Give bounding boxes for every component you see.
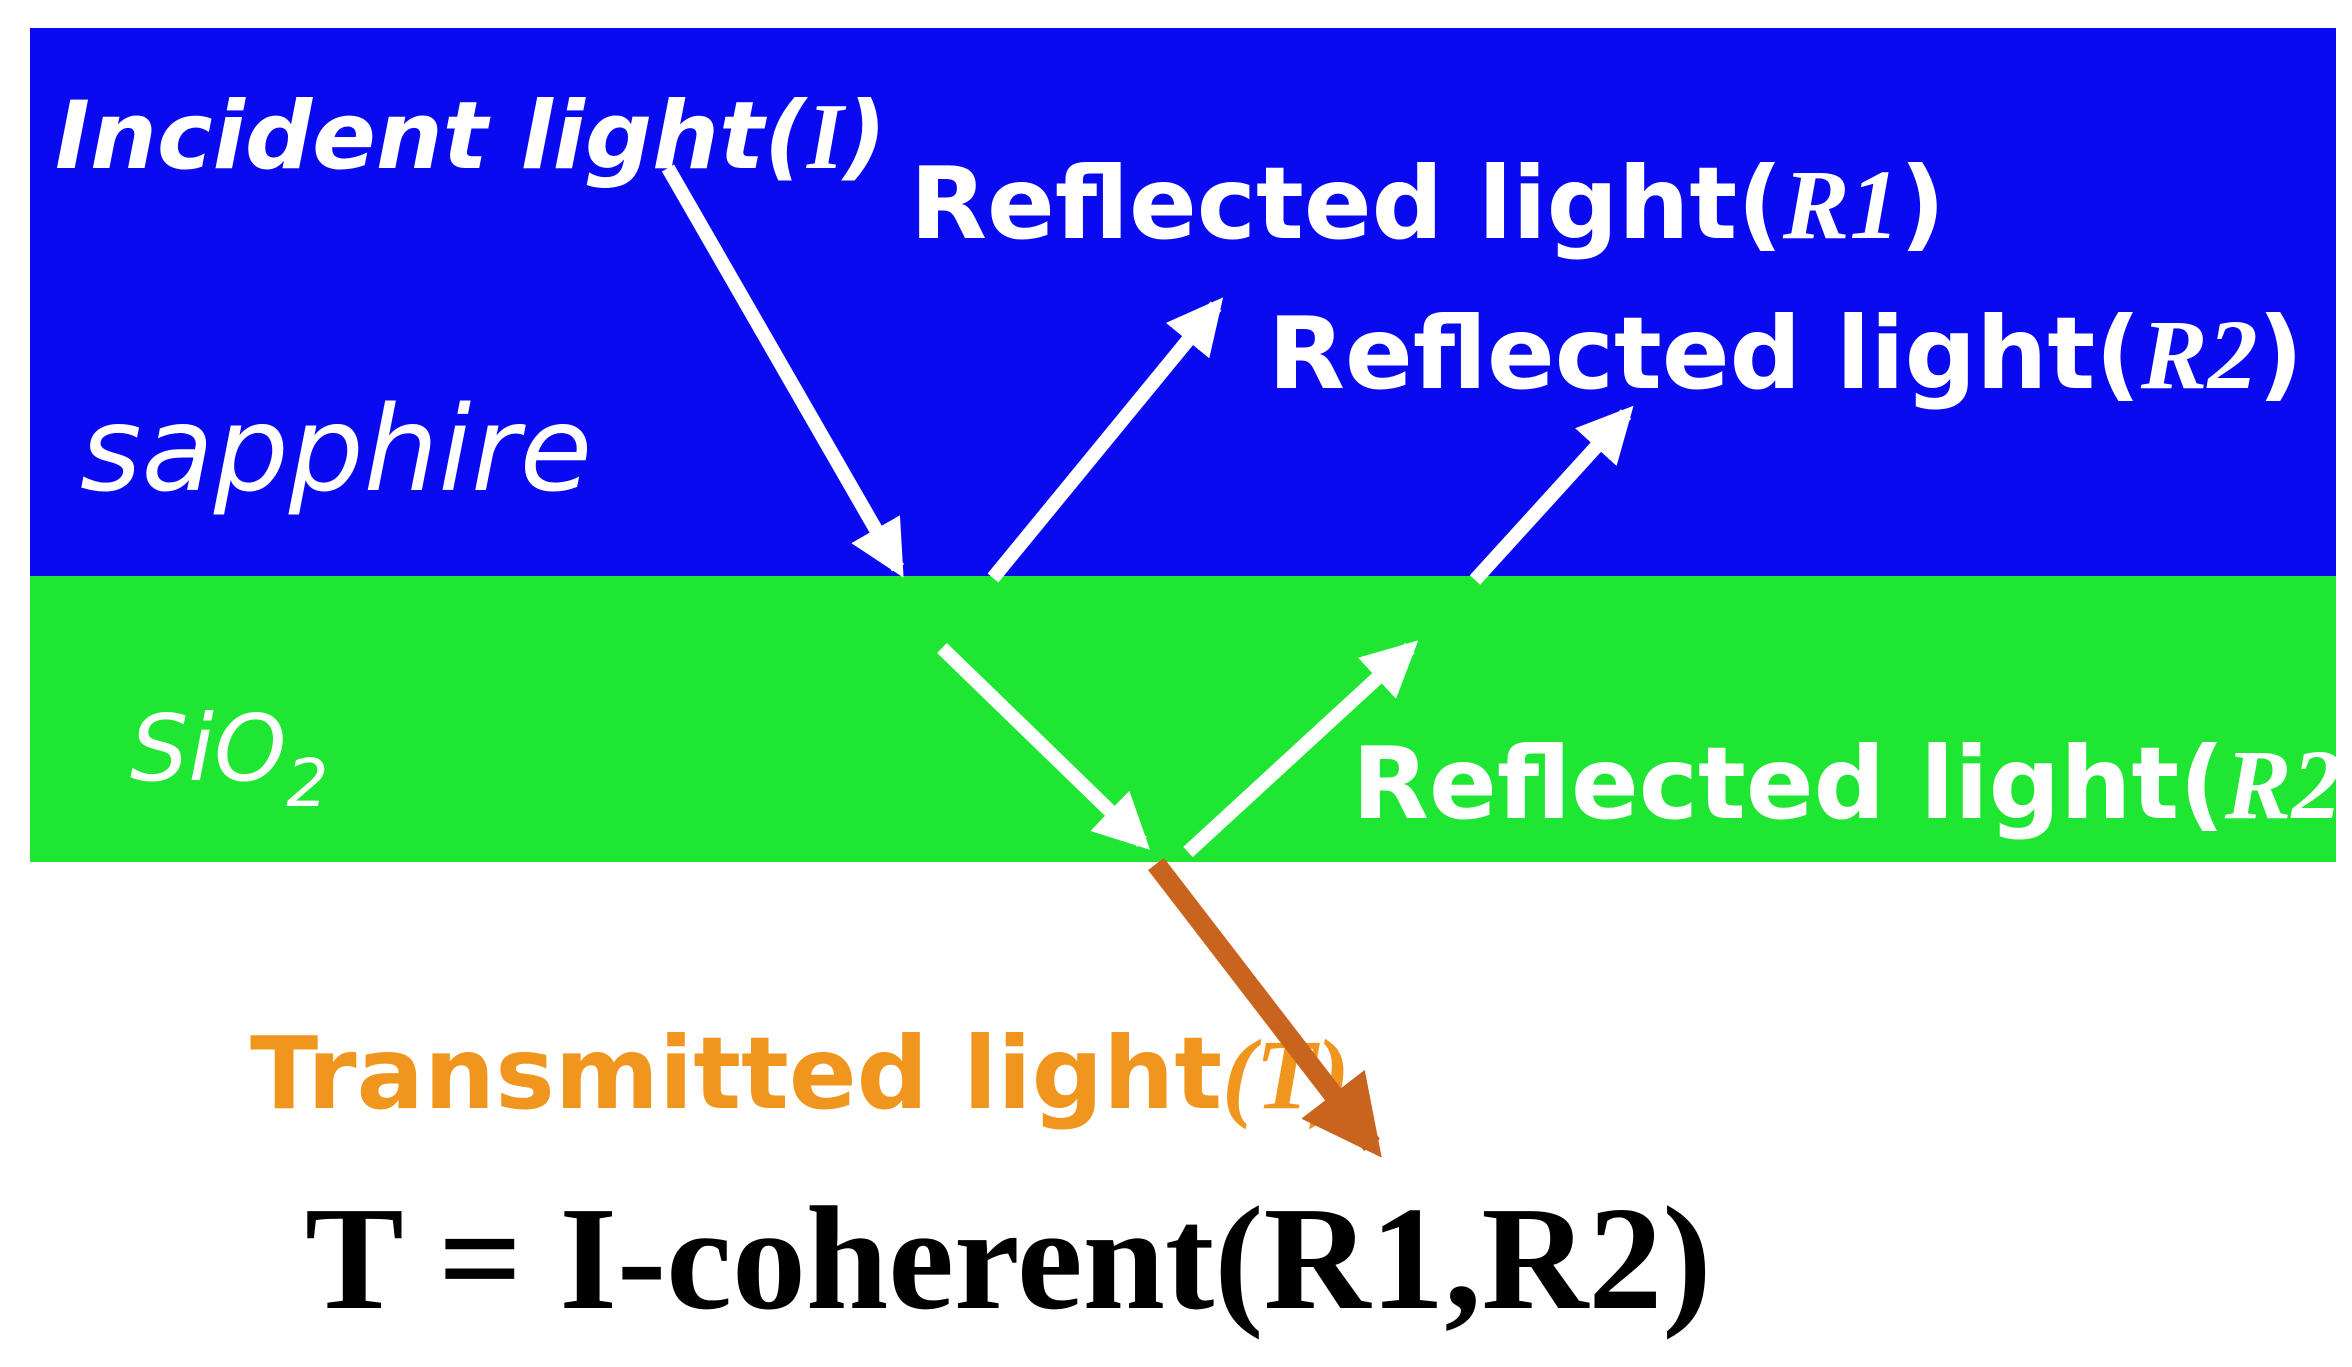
sio2-label-subscript: 2 bbox=[286, 745, 328, 822]
transmitted-light-text: Transmitted light bbox=[250, 1015, 1222, 1132]
reflected-r2-lower-label: Reflected light(R2) bbox=[1352, 725, 2352, 842]
coherence-equation: T = I-coherent(R1,R2) bbox=[305, 1177, 1712, 1341]
incident-arrow bbox=[661, 164, 905, 578]
reflected-r2-lower-text: Reflected light( bbox=[1352, 725, 2225, 842]
incident-light-text: Incident light( bbox=[55, 82, 808, 191]
refracted-down-arrow bbox=[937, 642, 1151, 850]
sapphire-label: sapphire bbox=[80, 380, 592, 518]
reflected-r1-variable: R1 bbox=[1782, 149, 1900, 260]
reflected-r2-lower-close: ) bbox=[2342, 725, 2352, 842]
reflected-r2-upper-label: Reflected light(R2) bbox=[1268, 295, 2303, 412]
sio2-layer bbox=[30, 576, 2336, 862]
reflected-r2-upper-arrow bbox=[1469, 405, 1634, 585]
reflected-r2-upper-text: Reflected light( bbox=[1268, 295, 2141, 412]
reflected-r1-text: Reflected light( bbox=[910, 145, 1783, 262]
incident-light-close: ) bbox=[841, 82, 887, 191]
sio2-label: SiO2 bbox=[130, 695, 328, 822]
transmitted-arrow bbox=[1148, 857, 1382, 1158]
reflected-r2-upper-variable: R2 bbox=[2140, 299, 2258, 410]
incident-light-variable: I bbox=[806, 85, 847, 189]
reflected-r1-close: ) bbox=[1900, 145, 1946, 262]
sio2-label-main: SiO bbox=[130, 695, 286, 802]
transmitted-light-label: Transmitted light(T) bbox=[250, 1015, 1350, 1132]
reflected-r2-lower-arrow bbox=[1183, 640, 1419, 858]
reflected-r2-upper-close: ) bbox=[2258, 295, 2304, 412]
reflected-r1-arrow bbox=[987, 297, 1224, 583]
incident-light-label: Incident light(I) bbox=[55, 82, 887, 191]
reflected-r2-lower-variable: R2 bbox=[2224, 729, 2342, 840]
reflected-r1-label: Reflected light(R1) bbox=[910, 145, 1945, 262]
